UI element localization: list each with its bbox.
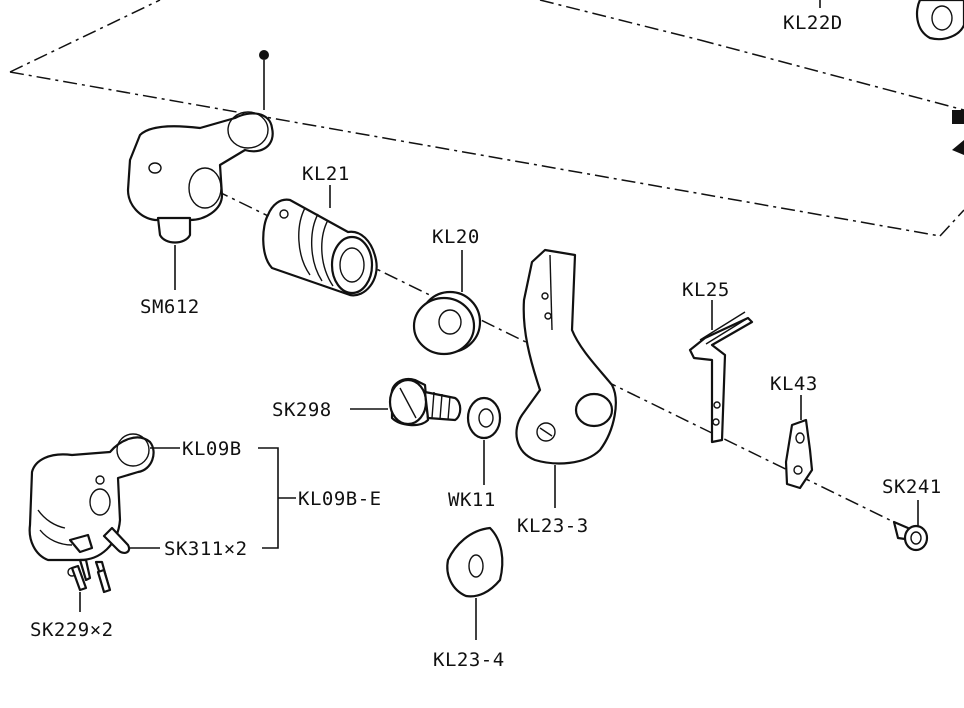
label-sk298: SK298 — [272, 399, 332, 421]
label-kl25: KL25 — [682, 279, 730, 301]
label-kl20: KL20 — [432, 226, 480, 248]
label-kl43: KL43 — [770, 373, 818, 395]
label-wk11: WK11 — [448, 489, 496, 511]
part-kl25 — [688, 300, 754, 444]
part-sk229 — [70, 564, 112, 612]
label-kl22d: KL22D — [783, 12, 843, 34]
part-sk241 — [892, 500, 929, 552]
part-kl43 — [784, 395, 814, 490]
label-sk241: SK241 — [882, 476, 942, 498]
part-kl09b-assembly — [28, 433, 155, 588]
label-kl09b: KL09B — [182, 438, 242, 460]
label-kl23-3: KL23-3 — [517, 515, 589, 537]
label-kl21: KL21 — [302, 163, 350, 185]
label-sm612: SM612 — [140, 296, 200, 318]
label-kl09b-e: KL09B-E — [298, 488, 382, 510]
label-kl23-4: KL23-4 — [433, 649, 505, 671]
part-kl21 — [262, 185, 378, 297]
part-kl22d — [819, 0, 964, 155]
part-wk11 — [466, 396, 502, 485]
label-sk311: SK311×2 — [164, 538, 248, 560]
part-kl23-3 — [515, 248, 617, 508]
part-sm612 — [126, 50, 274, 290]
leader-lines-kl09b — [128, 447, 296, 549]
part-kl23-4 — [446, 526, 504, 640]
part-kl20 — [412, 250, 482, 356]
part-sk298 — [350, 377, 462, 427]
dash-dot-frame — [9, 0, 964, 237]
label-sk229: SK229×2 — [30, 619, 114, 641]
